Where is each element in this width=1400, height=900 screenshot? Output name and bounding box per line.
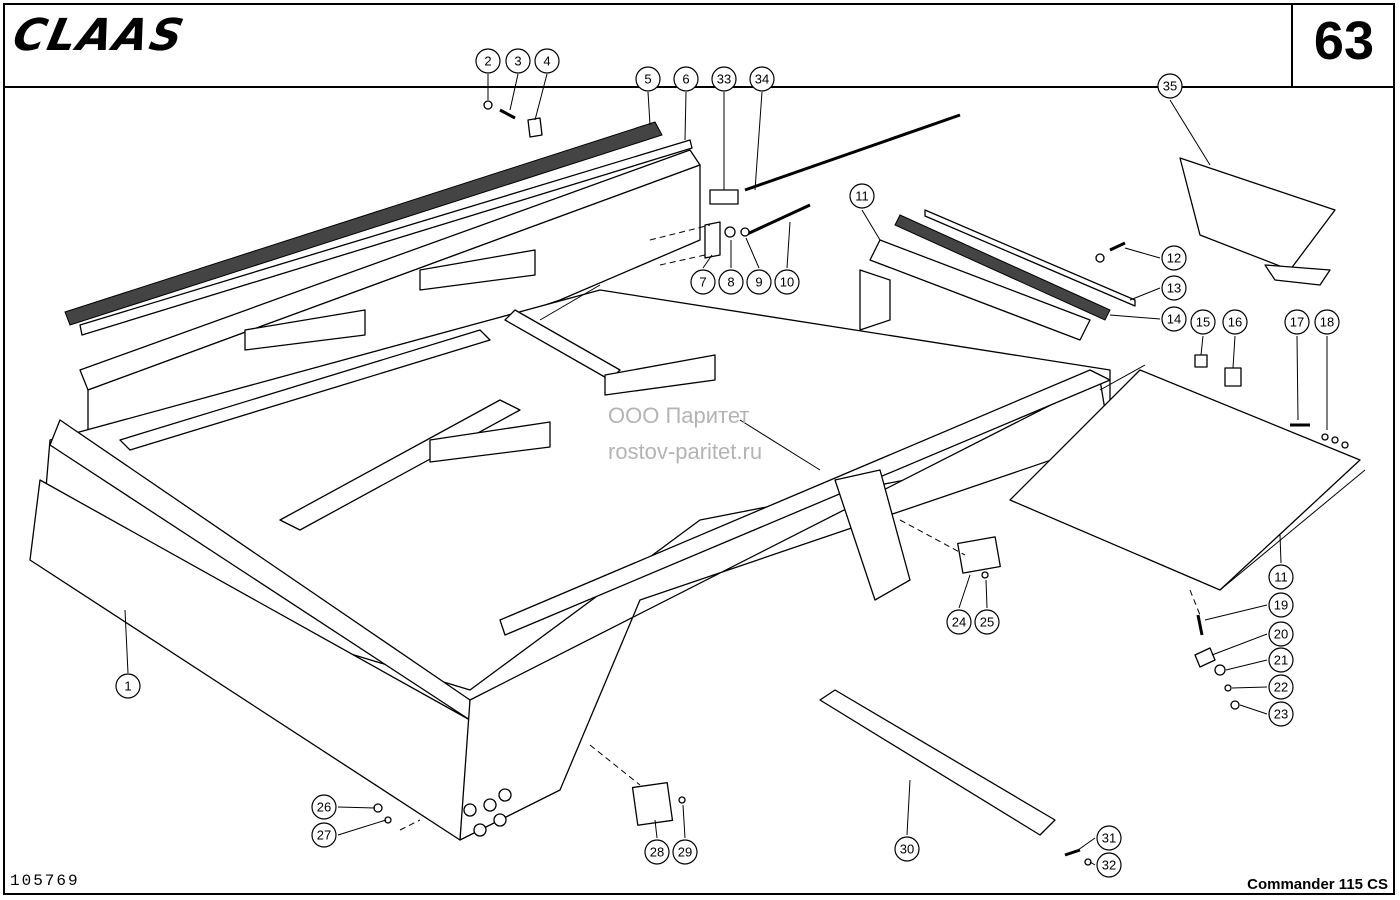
clamp-plate-28 [631, 782, 674, 826]
callout-4: 4 [534, 48, 560, 74]
callout-28: 28 [644, 839, 670, 865]
svg-text:33: 33 [717, 72, 731, 87]
callout-33: 33 [711, 66, 737, 92]
callout-21: 21 [1268, 647, 1294, 673]
callout-6: 6 [673, 66, 699, 92]
cover-plate-35 [1179, 157, 1336, 286]
callout-23: 23 [1268, 701, 1294, 727]
page-frame [3, 3, 1395, 895]
callout-22: 22 [1268, 674, 1294, 700]
svg-text:8: 8 [727, 275, 734, 290]
watermark-line-2: rostov-paritet.ru [608, 439, 763, 464]
svg-text:13: 13 [1167, 281, 1181, 296]
callout-30: 30 [894, 836, 920, 862]
svg-text:23: 23 [1274, 707, 1288, 722]
page-number: 63 [1313, 11, 1374, 71]
callout-31: 31 [1096, 825, 1122, 851]
callout-19: 19 [1268, 592, 1294, 618]
callout-1: 1 [115, 673, 141, 699]
svg-text:5: 5 [644, 72, 651, 87]
callout-9: 9 [746, 269, 772, 295]
wear-strip-5 [64, 121, 693, 336]
svg-text:19: 19 [1274, 598, 1288, 613]
svg-text:27: 27 [317, 828, 331, 843]
tie-rod-34 [709, 113, 961, 237]
callout-29: 29 [672, 839, 698, 865]
svg-text:24: 24 [952, 615, 966, 630]
svg-text:28: 28 [650, 845, 664, 860]
svg-text:17: 17 [1290, 315, 1304, 330]
callout-25: 25 [974, 609, 1000, 635]
callout-2: 2 [475, 48, 501, 74]
svg-text:16: 16 [1228, 315, 1242, 330]
clamp-plate-24 [957, 536, 1001, 574]
svg-text:14: 14 [1167, 312, 1181, 327]
svg-text:6: 6 [682, 72, 689, 87]
svg-text:10: 10 [780, 275, 794, 290]
svg-text:4: 4 [543, 54, 550, 69]
callout-15: 15 [1190, 309, 1216, 335]
deflector-plates [244, 249, 716, 463]
callout-27: 27 [311, 822, 337, 848]
svg-text:11: 11 [855, 189, 869, 204]
callout-26: 26 [311, 794, 337, 820]
small-hardware [373, 100, 1349, 866]
svg-text:20: 20 [1274, 627, 1288, 642]
callout-5: 5 [635, 66, 661, 92]
callout-14: 14 [1161, 306, 1187, 332]
svg-text:35: 35 [1163, 79, 1177, 94]
header-rule [3, 86, 1395, 88]
svg-text:25: 25 [980, 615, 994, 630]
watermark-line-1: ООО Паритет [608, 403, 750, 428]
callout-8: 8 [718, 269, 744, 295]
callouts: 1 2 3 4 5 6 7 8 9 10 11 11 12 13 14 [115, 48, 1340, 878]
svg-text:21: 21 [1274, 653, 1288, 668]
callout-3: 3 [505, 48, 531, 74]
callout-leaders [124, 73, 1328, 866]
svg-text:26: 26 [317, 800, 331, 815]
page-number-divider [1291, 3, 1293, 87]
callout-13: 13 [1161, 275, 1187, 301]
svg-text:32: 32 [1102, 858, 1116, 873]
callout-7: 7 [690, 269, 716, 295]
svg-text:2: 2 [484, 54, 491, 69]
svg-text:7: 7 [699, 275, 706, 290]
side-panel-11 [1009, 364, 1366, 591]
svg-text:3: 3 [514, 54, 521, 69]
callout-10: 10 [774, 269, 800, 295]
watermark: ООО Паритет rostov-paritet.ru [608, 398, 762, 470]
svg-text:34: 34 [755, 72, 769, 87]
callout-32: 32 [1096, 852, 1122, 878]
callout-18: 18 [1314, 309, 1340, 335]
svg-text:15: 15 [1196, 315, 1210, 330]
drawing-number: 105769 [10, 872, 80, 890]
svg-text:11: 11 [1274, 570, 1288, 585]
model-name: Commander 115 CS [1247, 876, 1388, 893]
svg-text:30: 30 [900, 842, 914, 857]
callout-35: 35 [1157, 73, 1183, 99]
support-strip-30 [819, 689, 1056, 836]
svg-text:18: 18 [1320, 315, 1334, 330]
callout-17: 17 [1284, 309, 1310, 335]
svg-text:22: 22 [1274, 680, 1288, 695]
wear-strip-14 [894, 209, 1136, 321]
alignment-lines [399, 224, 1201, 831]
callout-34: 34 [749, 66, 775, 92]
callout-24: 24 [946, 609, 972, 635]
svg-text:31: 31 [1102, 831, 1116, 846]
callout-16: 16 [1222, 309, 1248, 335]
callout-12: 12 [1161, 245, 1187, 271]
main-frame-assembly [29, 149, 1111, 841]
svg-text:1: 1 [124, 679, 131, 694]
svg-text:9: 9 [755, 275, 762, 290]
callout-11-top: 11 [849, 183, 875, 209]
svg-text:12: 12 [1167, 251, 1181, 266]
callout-11-right: 11 [1268, 564, 1294, 590]
svg-text:29: 29 [678, 845, 692, 860]
callout-20: 20 [1268, 621, 1294, 647]
